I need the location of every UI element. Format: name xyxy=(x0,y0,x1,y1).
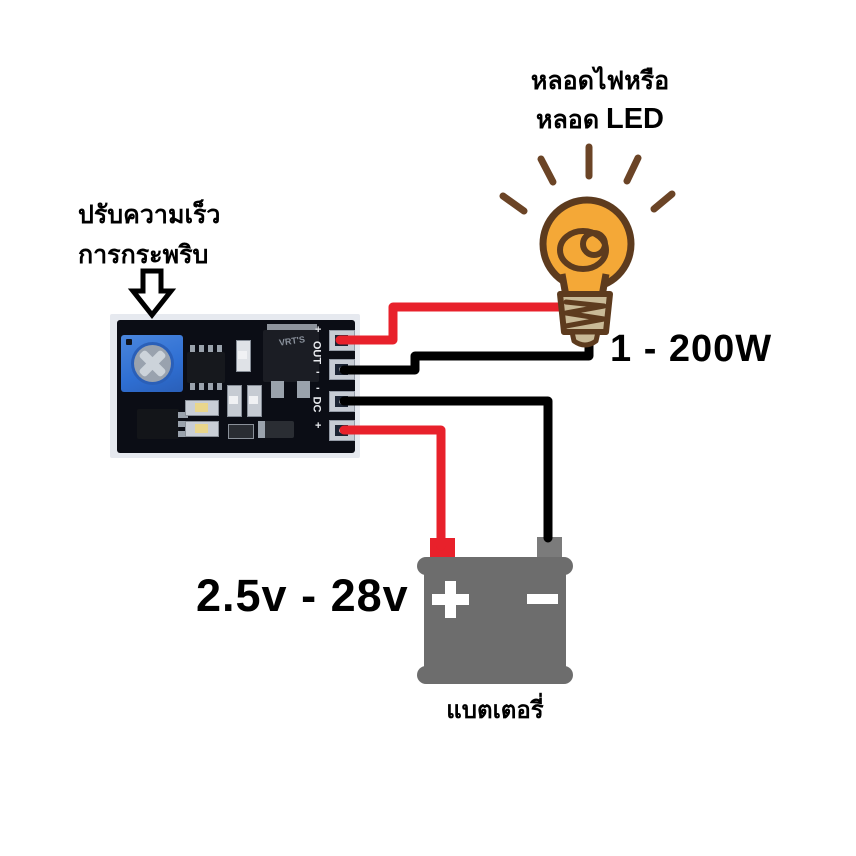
led-core xyxy=(195,424,208,433)
wires xyxy=(335,302,594,551)
light-bulb-icon xyxy=(539,196,635,348)
battery-label: แบตเตอรี่ xyxy=(446,697,544,724)
indicator-led xyxy=(185,421,219,437)
battery-bottom-cap xyxy=(417,666,573,684)
pad-out-plus xyxy=(329,330,355,351)
ic-pin xyxy=(208,382,213,390)
wire-dc-minus-black xyxy=(339,396,553,543)
smd-component xyxy=(228,424,254,439)
pad-dc-plus xyxy=(329,420,355,441)
resistor-band xyxy=(229,396,238,404)
pad-solder-dot xyxy=(339,338,344,343)
pad-solder-dot xyxy=(339,367,344,372)
mosfet-leg xyxy=(271,381,284,398)
smd-resistor xyxy=(247,385,262,417)
battery-minus-symbol xyxy=(527,594,558,604)
pad-solder-dot xyxy=(339,399,344,404)
battery-top-cap xyxy=(417,557,573,575)
light-rays-icon xyxy=(499,143,676,215)
bulb-label-line1: หลอดไฟหรือ xyxy=(530,67,670,95)
resistor-band xyxy=(238,351,247,359)
smd-capacitor xyxy=(258,421,294,438)
silkscreen-dc: DC xyxy=(310,396,323,413)
capacitor-terminal xyxy=(258,421,265,438)
adjust-speed-label-line2: การกระพริบ xyxy=(78,241,209,269)
down-arrow-icon xyxy=(127,268,177,320)
timer-ic-chip xyxy=(187,352,225,383)
pad-solder-dot xyxy=(339,428,344,433)
adjust-speed-label-line1: ปรับความเร็ว xyxy=(78,201,221,229)
silkscreen-out-minus: - xyxy=(316,366,320,378)
ic-pin xyxy=(190,345,195,353)
wire-out-plus-red xyxy=(335,302,571,345)
bulb-label-line2-thai: หลอด xyxy=(536,106,606,134)
pad-dc-minus xyxy=(329,391,355,412)
ic-pin xyxy=(208,345,213,353)
pad-out-minus xyxy=(329,359,355,380)
voltage-range-label: 2.5v - 28v xyxy=(196,570,409,621)
mosfet-transistor xyxy=(263,330,319,382)
bulb-label-line2: หลอด LED xyxy=(480,102,720,137)
transistor-leg xyxy=(178,431,188,437)
smd-resistor xyxy=(236,340,251,372)
resistor-band xyxy=(249,396,258,404)
transistor-leg xyxy=(178,412,188,418)
ic-pin xyxy=(217,382,222,390)
battery-negative-terminal xyxy=(537,537,562,559)
mosfet-leg xyxy=(297,381,310,398)
silkscreen-out-plus: + xyxy=(315,324,322,336)
ic-pin xyxy=(217,345,222,353)
power-rating-label: 1 - 200W xyxy=(610,328,773,370)
potentiometer-corner-dot xyxy=(126,339,132,345)
silkscreen-out: OUT xyxy=(310,340,323,365)
ic-pin xyxy=(199,345,204,353)
transistor-leg xyxy=(178,421,188,427)
smd-resistor xyxy=(227,385,242,417)
ic-pin xyxy=(199,382,204,390)
smd-transistor xyxy=(137,409,179,439)
ic-pin xyxy=(190,382,195,390)
led-core xyxy=(195,403,208,412)
silkscreen-dc-plus: + xyxy=(315,420,322,432)
bulb-label-led: LED xyxy=(606,103,664,135)
battery-plus-symbol xyxy=(445,581,456,618)
wire-out-minus-black xyxy=(339,333,594,375)
silkscreen-dc-minus: - xyxy=(316,382,320,394)
indicator-led xyxy=(185,400,219,416)
